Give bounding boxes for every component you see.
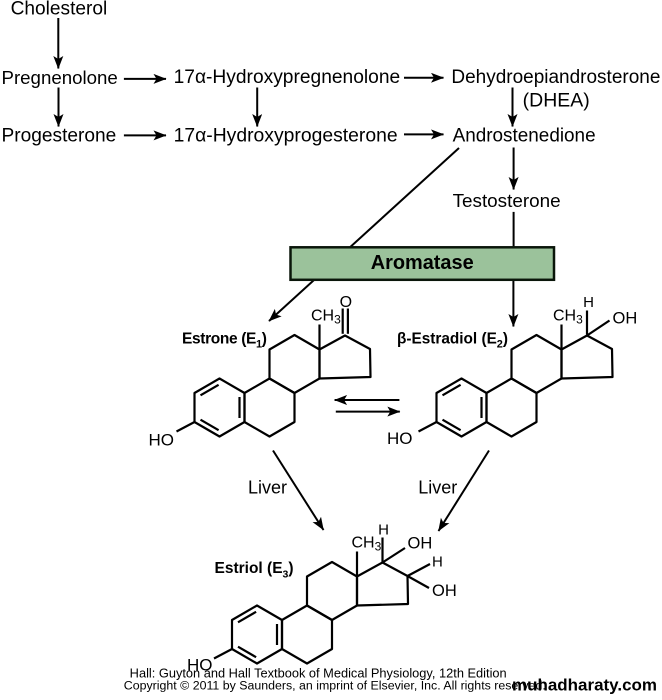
svg-text:OH: OH <box>408 535 433 553</box>
svg-text:CH3: CH3 <box>352 535 382 554</box>
svg-text:HO: HO <box>149 431 175 450</box>
svg-text:H: H <box>378 522 389 539</box>
svg-text:Copyright © 2011 by Saunders,: Copyright © 2011 by Saunders, an imprint… <box>124 679 546 693</box>
svg-text:H: H <box>583 294 594 311</box>
svg-text:Progesterone: Progesterone <box>2 125 117 146</box>
svg-text:HO: HO <box>187 656 213 675</box>
svg-text:OH: OH <box>613 310 638 328</box>
svg-text:CH3: CH3 <box>553 308 583 327</box>
svg-text:Dehydroepiandrosterone: Dehydroepiandrosterone <box>451 67 660 88</box>
svg-text:O: O <box>340 294 352 311</box>
svg-text:OH: OH <box>432 582 457 600</box>
svg-text:β-Estradiol (E2): β-Estradiol (E2) <box>397 331 508 351</box>
svg-text:Estrone (E1): Estrone (E1) <box>182 331 267 351</box>
svg-text:Hall: Guyton and Hall Textbook: Hall: Guyton and Hall Textbook of Medica… <box>130 666 507 681</box>
svg-text:Cholesterol: Cholesterol <box>11 0 108 20</box>
svg-text:Estriol (E3): Estriol (E3) <box>215 560 294 581</box>
svg-text:17α-Hydroxyprogesterone: 17α-Hydroxyprogesterone <box>174 125 398 146</box>
svg-text:Testosterone: Testosterone <box>453 190 561 211</box>
svg-text:Pregnenolone: Pregnenolone <box>2 67 118 88</box>
svg-text:(DHEA): (DHEA) <box>523 90 590 112</box>
svg-text:H: H <box>432 554 443 571</box>
svg-text:Aromatase: Aromatase <box>371 252 474 274</box>
svg-text:CH3: CH3 <box>311 308 341 327</box>
svg-text:Liver: Liver <box>418 478 457 498</box>
svg-text:Androstenedione: Androstenedione <box>453 125 596 146</box>
svg-text:17α-Hydroxypregnenolone: 17α-Hydroxypregnenolone <box>174 67 401 88</box>
svg-text:Liver: Liver <box>248 478 287 498</box>
svg-text:muhadharaty.com: muhadharaty.com <box>512 676 657 695</box>
svg-text:HO: HO <box>387 429 413 448</box>
